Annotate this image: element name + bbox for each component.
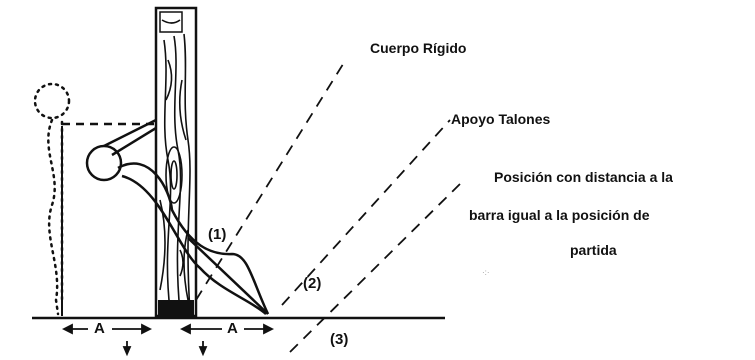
marker-3: (3) <box>330 331 349 348</box>
label-rigid-body: Cuerpo Rígido <box>370 40 467 56</box>
label-position-line1: Posición con distancia a la <box>494 169 673 185</box>
marker-2: (2) <box>303 275 322 292</box>
leader-rigid-body <box>195 60 346 301</box>
svg-text:·:·: ·:· <box>482 268 490 277</box>
label-heel-support: Apoyo Talones <box>451 111 551 127</box>
starting-position-figure <box>33 82 71 316</box>
dimension-left <box>61 323 153 357</box>
label-position-line2: barra igual a la posición de <box>469 207 650 223</box>
leader-position <box>289 179 465 353</box>
dimension-label-right: A <box>227 320 238 337</box>
leaning-figure <box>85 118 270 315</box>
marker-1: (1) <box>208 226 227 243</box>
label-position-line3: partida <box>570 242 617 258</box>
wooden-bar <box>154 6 198 318</box>
leader-heel-support <box>281 119 451 306</box>
dimension-label-left: A <box>94 320 105 337</box>
dimension-right <box>179 323 275 357</box>
